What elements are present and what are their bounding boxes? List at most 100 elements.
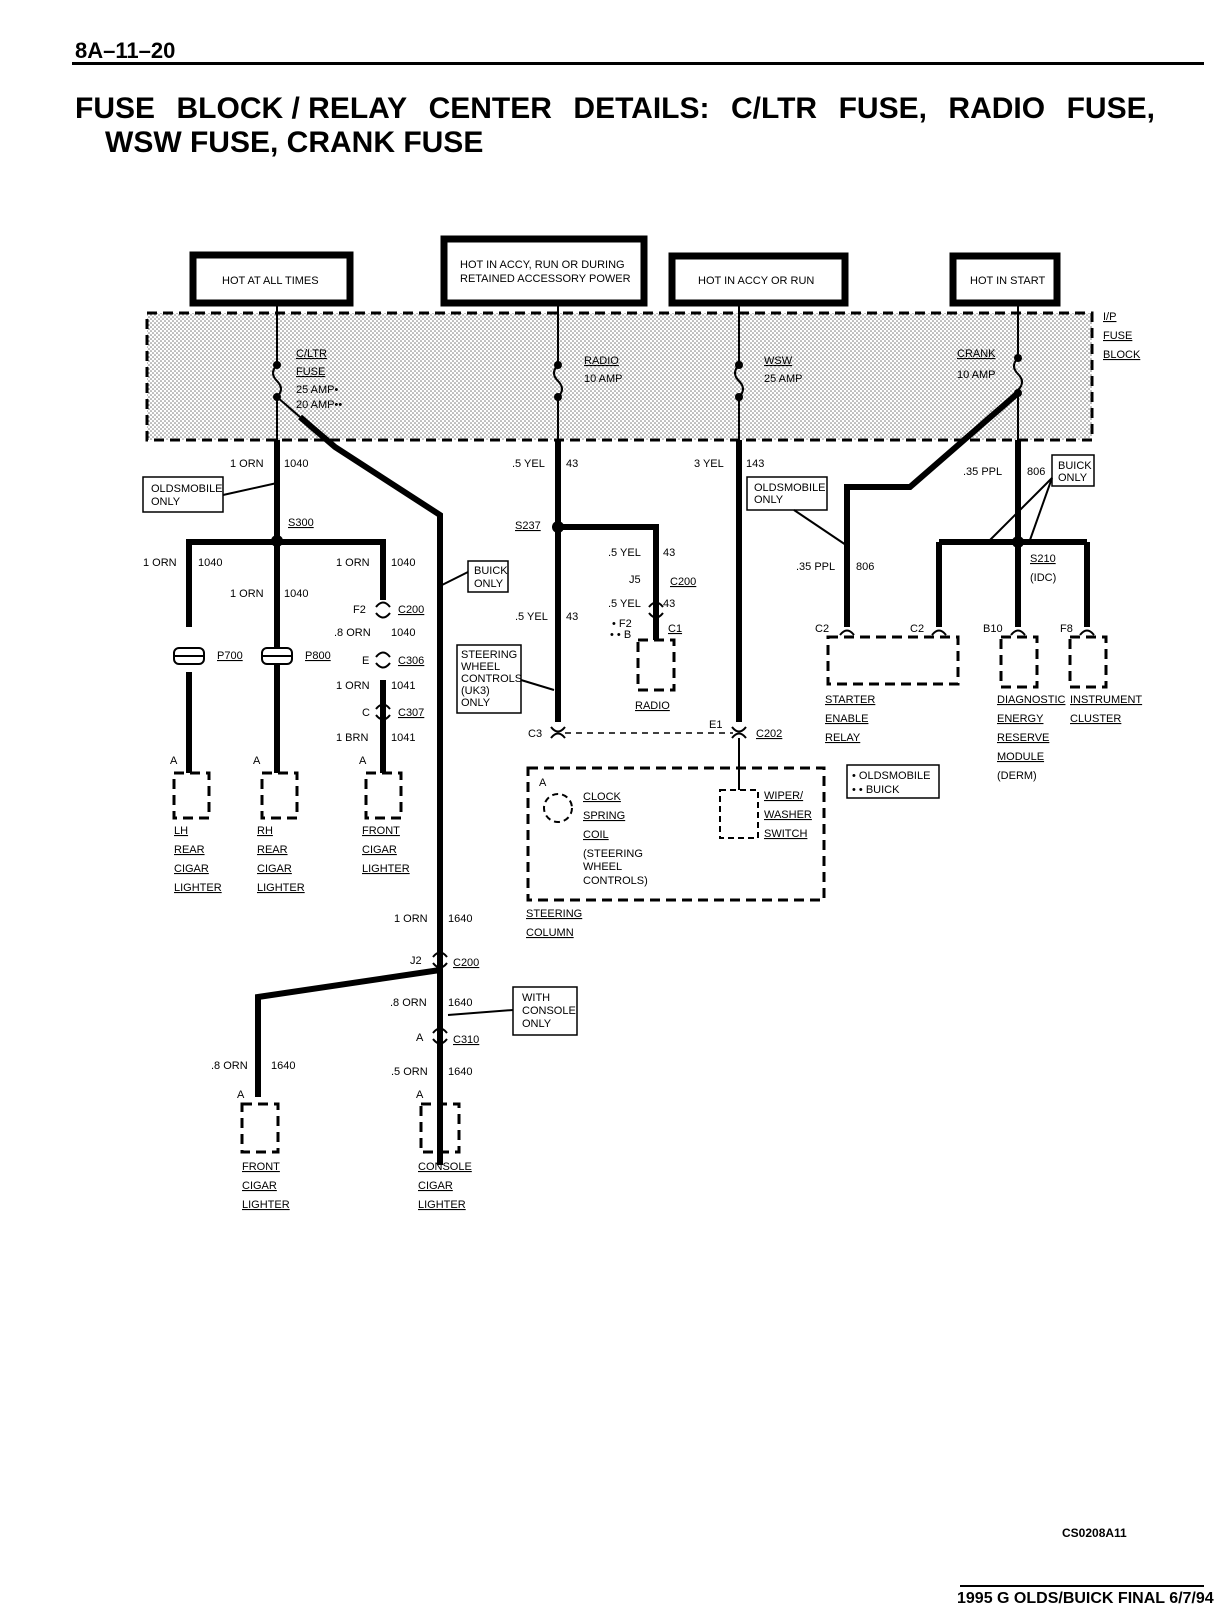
wire-color: .5 YEL bbox=[512, 458, 545, 470]
radio-fuse-name: RADIO bbox=[584, 355, 619, 367]
circuit-number: 1040 bbox=[391, 557, 415, 569]
note-labels: OLDSMOBILE ONLY BUICK ONLY STEERING WHEE… bbox=[151, 460, 1092, 1030]
connector-label: C2 bbox=[910, 623, 924, 635]
hot-in-start-box: HOT IN START bbox=[949, 252, 1061, 307]
wire-color: 1 ORN bbox=[336, 680, 370, 692]
note-text: WITH bbox=[522, 992, 550, 1004]
connector-label: • • B bbox=[610, 629, 631, 641]
connector-label: C306 bbox=[398, 655, 424, 667]
splice-s210 bbox=[1012, 536, 1024, 548]
connector-label: A bbox=[539, 777, 547, 789]
splice-s237 bbox=[552, 521, 564, 533]
cltr-fuse-amp: 25 AMP• bbox=[296, 384, 339, 396]
hot-at-all-times-box: HOT AT ALL TIMES bbox=[189, 251, 354, 307]
component-label: CIGAR bbox=[362, 844, 397, 856]
note-text: STEERING bbox=[461, 649, 517, 661]
crank-fuse-name: CRANK bbox=[957, 348, 996, 360]
title-word: FUSE bbox=[75, 92, 156, 125]
connector-label: A bbox=[237, 1089, 245, 1101]
note-text: BUICK bbox=[1058, 460, 1092, 472]
fuse-block-label: I/P bbox=[1103, 311, 1116, 323]
connector-label: C3 bbox=[528, 728, 542, 740]
connector-label: A bbox=[416, 1032, 424, 1044]
circuit-number: 1041 bbox=[391, 680, 415, 692]
component-label: CONTROLS) bbox=[583, 875, 648, 887]
note-text: BUICK bbox=[474, 565, 508, 577]
wsw-fuse-name: WSW bbox=[764, 355, 793, 367]
ip-fuse-block: I/P FUSE BLOCK bbox=[145, 311, 1141, 442]
note-text: WHEEL bbox=[461, 661, 500, 673]
component-label: RELAY bbox=[825, 732, 861, 744]
component-label: INSTRUMENT bbox=[1070, 694, 1142, 706]
component-label: RESERVE bbox=[997, 732, 1049, 744]
wsw-fuse-amp: 25 AMP bbox=[764, 373, 803, 385]
circuit-number: 1040 bbox=[284, 588, 308, 600]
connector-labels: P700 P800 F2 C200 E C306 C C307 A A A J5… bbox=[170, 574, 1073, 1101]
hot-in-start-label: HOT IN START bbox=[970, 275, 1045, 287]
note-boxes bbox=[142, 454, 1095, 1036]
connector-label: C200 bbox=[670, 576, 696, 588]
hot-at-all-times-label: HOT AT ALL TIMES bbox=[222, 275, 319, 287]
title-word: RADIO bbox=[948, 92, 1046, 125]
wire-color: .35 PPL bbox=[796, 561, 835, 573]
wire-color: 1 ORN bbox=[230, 458, 264, 470]
circuit-number: 1040 bbox=[198, 557, 222, 569]
title-word: FUSE, bbox=[1066, 92, 1155, 125]
wsw-fuse: WSW 25 AMP bbox=[734, 303, 803, 401]
wire-color: .5 YEL bbox=[608, 598, 641, 610]
connector-label: A bbox=[359, 755, 367, 767]
component-label: ENABLE bbox=[825, 713, 868, 725]
wire-labels: 1 ORN 1040 .5 YEL 43 3 YEL 143 .35 PPL 8… bbox=[143, 458, 1045, 1078]
component-label: COLUMN bbox=[526, 927, 574, 939]
circuit-number: 806 bbox=[1027, 466, 1045, 478]
title-line-2: WSW FUSE, CRANK FUSE bbox=[105, 126, 484, 159]
wire-color: .8 ORN bbox=[390, 997, 427, 1009]
hot-accy-label-2: RETAINED ACCESSORY POWER bbox=[460, 273, 631, 285]
circuit-number: 43 bbox=[663, 547, 675, 559]
splice-label: S237 bbox=[515, 520, 541, 532]
circuit-number: 1640 bbox=[448, 997, 472, 1009]
splice-s300 bbox=[271, 535, 283, 547]
splice-labels: S300 S237 S210 (IDC) bbox=[288, 517, 1056, 584]
publication-footer: 1995 G OLDS/BUICK FINAL 6/7/94 bbox=[957, 1590, 1214, 1607]
component-label: LH bbox=[174, 825, 188, 837]
component-label: RADIO bbox=[635, 700, 670, 712]
circuit-number: 1040 bbox=[391, 627, 415, 639]
component-label: SPRING bbox=[583, 810, 625, 822]
component-label: CIGAR bbox=[257, 863, 292, 875]
connector-label: F2 bbox=[353, 604, 366, 616]
component-label: WHEEL bbox=[583, 861, 622, 873]
page-title: FUSE BLOCK / RELAY CENTER DETAILS: C/LTR… bbox=[75, 92, 1155, 160]
cltr-fuse-name: FUSE bbox=[296, 366, 325, 378]
connector-label: C1 bbox=[668, 623, 682, 635]
hot-accy-run-box: HOT IN ACCY OR RUN bbox=[668, 252, 849, 307]
connector-label: A bbox=[170, 755, 178, 767]
drawing-id: CS0208A11 bbox=[1062, 1526, 1127, 1540]
circuit-number: 1640 bbox=[271, 1060, 295, 1072]
wire-color: 1 ORN bbox=[143, 557, 177, 569]
legend-text: • OLDSMOBILE bbox=[852, 770, 930, 782]
crank-fuse-amp: 10 AMP bbox=[957, 369, 996, 381]
wire-color: .5 YEL bbox=[608, 547, 641, 559]
circuit-number: 143 bbox=[746, 458, 764, 470]
connector-label: C307 bbox=[398, 707, 424, 719]
header-rule bbox=[72, 62, 1204, 65]
component-label: STEERING bbox=[526, 908, 582, 920]
component-label: LIGHTER bbox=[418, 1199, 466, 1211]
component-label: LIGHTER bbox=[362, 863, 410, 875]
cltr-fuse-amp: 20 AMP•• bbox=[296, 399, 342, 411]
hot-accy-run-label: HOT IN ACCY OR RUN bbox=[698, 275, 814, 287]
note-text: ONLY bbox=[461, 697, 491, 709]
note-text: OLDSMOBILE bbox=[754, 482, 826, 494]
title-word: CENTER bbox=[428, 92, 552, 125]
wire-color: 3 YEL bbox=[694, 458, 724, 470]
wire-color: 1 ORN bbox=[230, 588, 264, 600]
title-word: BLOCK / RELAY bbox=[176, 92, 408, 125]
wire-color: .8 ORN bbox=[211, 1060, 248, 1072]
cltr-fuse: C/LTR FUSE 25 AMP• 20 AMP•• bbox=[272, 303, 342, 411]
connector-label: J5 bbox=[629, 574, 641, 586]
connector-label: J2 bbox=[410, 955, 422, 967]
note-text: OLDSMOBILE bbox=[151, 483, 223, 495]
